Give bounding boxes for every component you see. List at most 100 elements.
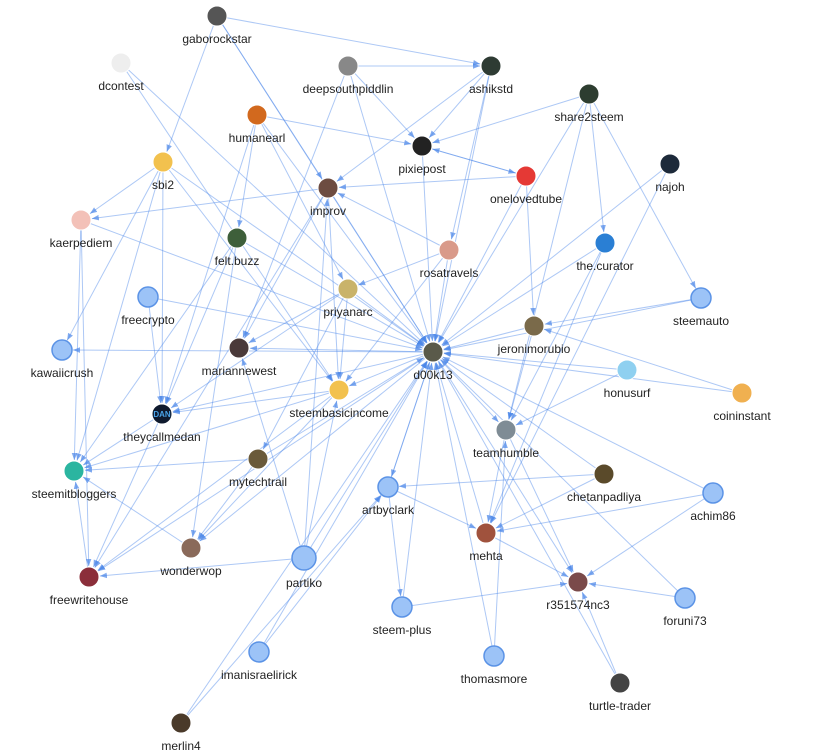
avatar-icon[interactable] <box>731 382 753 404</box>
avatar-icon[interactable] <box>226 227 248 249</box>
edge-improv-to-kaerpediem <box>91 187 329 221</box>
node-share2steem[interactable] <box>578 83 600 105</box>
edge-najoh-to-d00k13 <box>441 163 671 346</box>
node-freewritehouse[interactable] <box>78 566 100 588</box>
edge-deepsouthpiddlin-to-d00k13 <box>347 65 431 342</box>
node-deepsouthpiddlin[interactable] <box>337 55 359 77</box>
edge-steem-plus-to-d00k13 <box>401 362 434 608</box>
node-pixiepost[interactable] <box>411 135 433 157</box>
edge-jeronimorubio-to-teamhumble <box>507 325 535 420</box>
node-circle[interactable] <box>248 641 270 663</box>
avatar-icon[interactable] <box>70 209 92 231</box>
node-steemitbloggers[interactable] <box>63 460 85 482</box>
node-chetanpadliya[interactable] <box>593 463 615 485</box>
node-teamhumble[interactable] <box>495 419 517 441</box>
node-jeronimorubio[interactable] <box>523 315 545 337</box>
node-mehta[interactable] <box>475 522 497 544</box>
node-honusurf[interactable] <box>616 359 638 381</box>
edge-d00k13-to-theycallmedan <box>172 351 434 413</box>
node-foruni73[interactable] <box>674 587 696 609</box>
avatar-icon[interactable] <box>422 341 444 363</box>
node-steemauto[interactable] <box>690 287 712 309</box>
avatar-icon[interactable] <box>337 278 359 300</box>
node-label: onelovedtube <box>489 192 563 206</box>
edge-mytechtrail-to-wonderwop <box>197 458 259 540</box>
node-circle[interactable] <box>291 545 317 571</box>
avatar-icon[interactable] <box>475 522 497 544</box>
node-improv[interactable] <box>317 177 339 199</box>
node-steembasicincome[interactable] <box>328 379 350 401</box>
avatar-icon[interactable] <box>523 315 545 337</box>
node-coininstant[interactable] <box>731 382 753 404</box>
node-rosatravels[interactable] <box>438 239 460 261</box>
node-najoh[interactable] <box>659 153 681 175</box>
avatar-icon[interactable] <box>578 83 600 105</box>
node-circle[interactable] <box>483 645 505 667</box>
node-circle[interactable] <box>51 339 73 361</box>
node-felt.buzz[interactable] <box>226 227 248 249</box>
avatar-icon[interactable] <box>78 566 100 588</box>
node-thomasmore[interactable] <box>483 645 505 667</box>
avatar-icon[interactable] <box>480 55 502 77</box>
node-mariannewest[interactable] <box>228 337 250 359</box>
avatar-icon[interactable] <box>567 571 589 593</box>
node-turtle-trader[interactable] <box>609 672 631 694</box>
node-gaborockstar[interactable] <box>206 5 228 27</box>
node-the.curator[interactable] <box>594 232 616 254</box>
edge-imanisraelirick-to-d00k13 <box>258 361 428 653</box>
node-kawaiicrush[interactable] <box>51 339 73 361</box>
avatar-icon[interactable] <box>609 672 631 694</box>
node-label: humanearl <box>228 131 286 145</box>
avatar-icon[interactable] <box>246 104 268 126</box>
node-circle[interactable] <box>391 596 413 618</box>
avatar-icon[interactable] <box>515 165 537 187</box>
node-sbi2[interactable] <box>152 151 174 173</box>
node-circle[interactable] <box>137 286 159 308</box>
avatar-icon[interactable] <box>151 403 173 425</box>
node-achim86[interactable] <box>702 482 724 504</box>
avatar-icon[interactable] <box>170 712 192 734</box>
node-theycallmedan[interactable]: DAN <box>151 403 173 425</box>
node-circle[interactable] <box>702 482 724 504</box>
node-freecrypto[interactable] <box>137 286 159 308</box>
avatar-icon[interactable] <box>495 419 517 441</box>
node-circle[interactable] <box>690 287 712 309</box>
avatar-icon[interactable] <box>594 232 616 254</box>
avatar-icon[interactable] <box>317 177 339 199</box>
avatar-icon[interactable] <box>110 52 132 74</box>
avatar-icon[interactable] <box>247 448 269 470</box>
avatar-icon[interactable] <box>411 135 433 157</box>
avatar-icon[interactable] <box>438 239 460 261</box>
node-partiko[interactable] <box>291 545 317 571</box>
edge-felt.buzz-to-d00k13 <box>236 237 424 347</box>
avatar-icon[interactable] <box>616 359 638 381</box>
node-label: steemitbloggers <box>31 487 117 501</box>
node-wonderwop[interactable] <box>180 537 202 559</box>
node-humanearl[interactable] <box>246 104 268 126</box>
node-artbyclark[interactable] <box>377 476 399 498</box>
node-mytechtrail[interactable] <box>247 448 269 470</box>
edge-foruni73-to-d00k13 <box>440 359 686 599</box>
node-r351574nc3[interactable] <box>567 571 589 593</box>
avatar-icon[interactable] <box>337 55 359 77</box>
node-kaerpediem[interactable] <box>70 209 92 231</box>
avatar-icon[interactable] <box>328 379 350 401</box>
node-d00k13[interactable] <box>422 341 444 363</box>
avatar-icon[interactable] <box>63 460 85 482</box>
avatar-icon[interactable] <box>152 151 174 173</box>
avatar-icon[interactable] <box>593 463 615 485</box>
node-merlin4[interactable] <box>170 712 192 734</box>
avatar-icon[interactable] <box>206 5 228 27</box>
node-circle[interactable] <box>674 587 696 609</box>
avatar-icon[interactable] <box>659 153 681 175</box>
node-ashikstd[interactable] <box>480 55 502 77</box>
node-priyanarc[interactable] <box>337 278 359 300</box>
node-onelovedtube[interactable] <box>515 165 537 187</box>
node-imanisraelirick[interactable] <box>248 641 270 663</box>
node-steem-plus[interactable] <box>391 596 413 618</box>
node-dcontest[interactable] <box>110 52 132 74</box>
avatar-icon[interactable] <box>180 537 202 559</box>
node-circle[interactable] <box>377 476 399 498</box>
avatar-icon[interactable] <box>228 337 250 359</box>
